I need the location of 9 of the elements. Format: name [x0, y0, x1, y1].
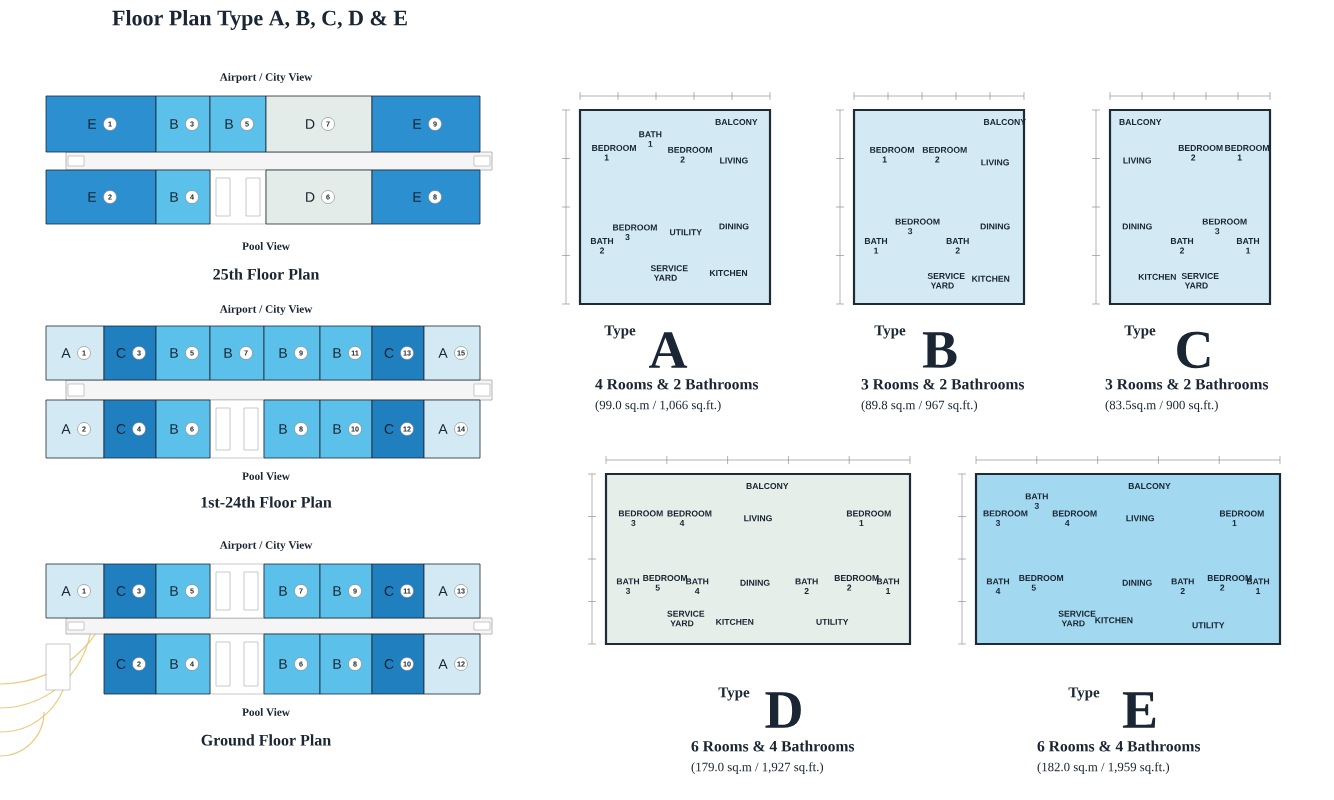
type-letter: C — [1177, 331, 1210, 369]
type-letter: B — [922, 332, 957, 368]
floor-plan-title: 25th Floor Plan — [213, 268, 320, 280]
type-letter: D — [765, 692, 801, 728]
title: Floor Plan Type A, B, C, D & E — [112, 10, 407, 30]
floor-plan-title: 1st-24th Floor Plan — [201, 496, 332, 508]
type-letter: A — [649, 332, 688, 368]
floor-plan-title: Ground Floor Plan — [201, 734, 331, 746]
type-letter: E — [1122, 692, 1156, 728]
